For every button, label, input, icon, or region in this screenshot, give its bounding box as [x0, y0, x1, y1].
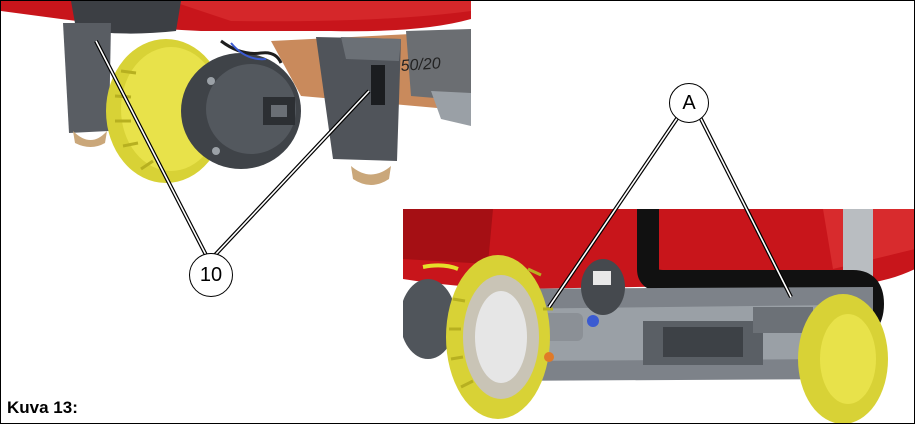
callout-10: 10 [189, 253, 233, 297]
callout-a: A [669, 83, 709, 123]
bottom-photo-illustration [403, 209, 914, 423]
top-photo-illustration: 50/20 [1, 1, 471, 185]
top-photo: 50/20 [1, 1, 471, 197]
svg-text:50/20: 50/20 [400, 55, 441, 75]
bottom-photo [403, 209, 914, 423]
figure-caption: Kuva 13: [7, 398, 78, 417]
